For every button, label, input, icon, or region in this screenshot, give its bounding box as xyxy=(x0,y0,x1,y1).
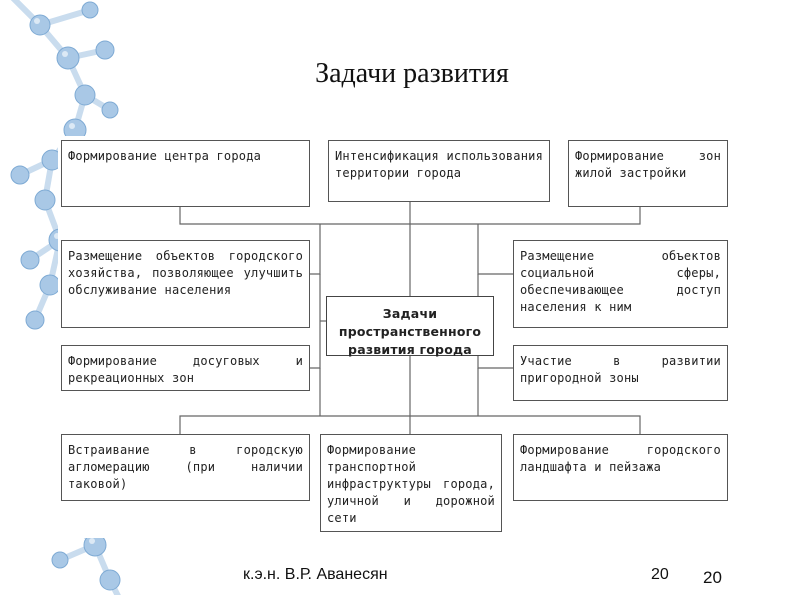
footer-author: к.э.н. В.Р. Аванесян xyxy=(243,566,388,584)
task-box-agglomeration: Встраивание в городскую агломерацию (при… xyxy=(61,434,310,501)
task-box-city-utilities: Размещение объектов городского хозяйства… xyxy=(61,240,310,328)
task-box-intensification: Интенсификация использования территории … xyxy=(328,140,550,202)
task-box-urban-landscape: Формирование городского ландшафта и пейз… xyxy=(513,434,728,501)
footer-page-number: 20 xyxy=(651,566,669,584)
slide-title: Задачи развития xyxy=(0,58,794,90)
tasks-diagram: Формирование центра города Интенсификаци… xyxy=(58,136,730,538)
central-task-box: Задачи пространственного развития города xyxy=(326,296,494,356)
task-box-suburban-zone: Участие в развитии пригородной зоны xyxy=(513,345,728,401)
slide-number: 20 xyxy=(703,568,722,588)
task-box-city-center: Формирование центра города xyxy=(61,140,310,207)
task-box-recreation-zones: Формирование досуговых и рекреационных з… xyxy=(61,345,310,391)
task-box-social-facilities: Размещение объектов социальной сферы, об… xyxy=(513,240,728,328)
task-box-residential-zones: Формирование зон жилой застройки xyxy=(568,140,728,207)
task-box-transport-infrastructure: Формирование транспортной инфраструктуры… xyxy=(320,434,502,532)
